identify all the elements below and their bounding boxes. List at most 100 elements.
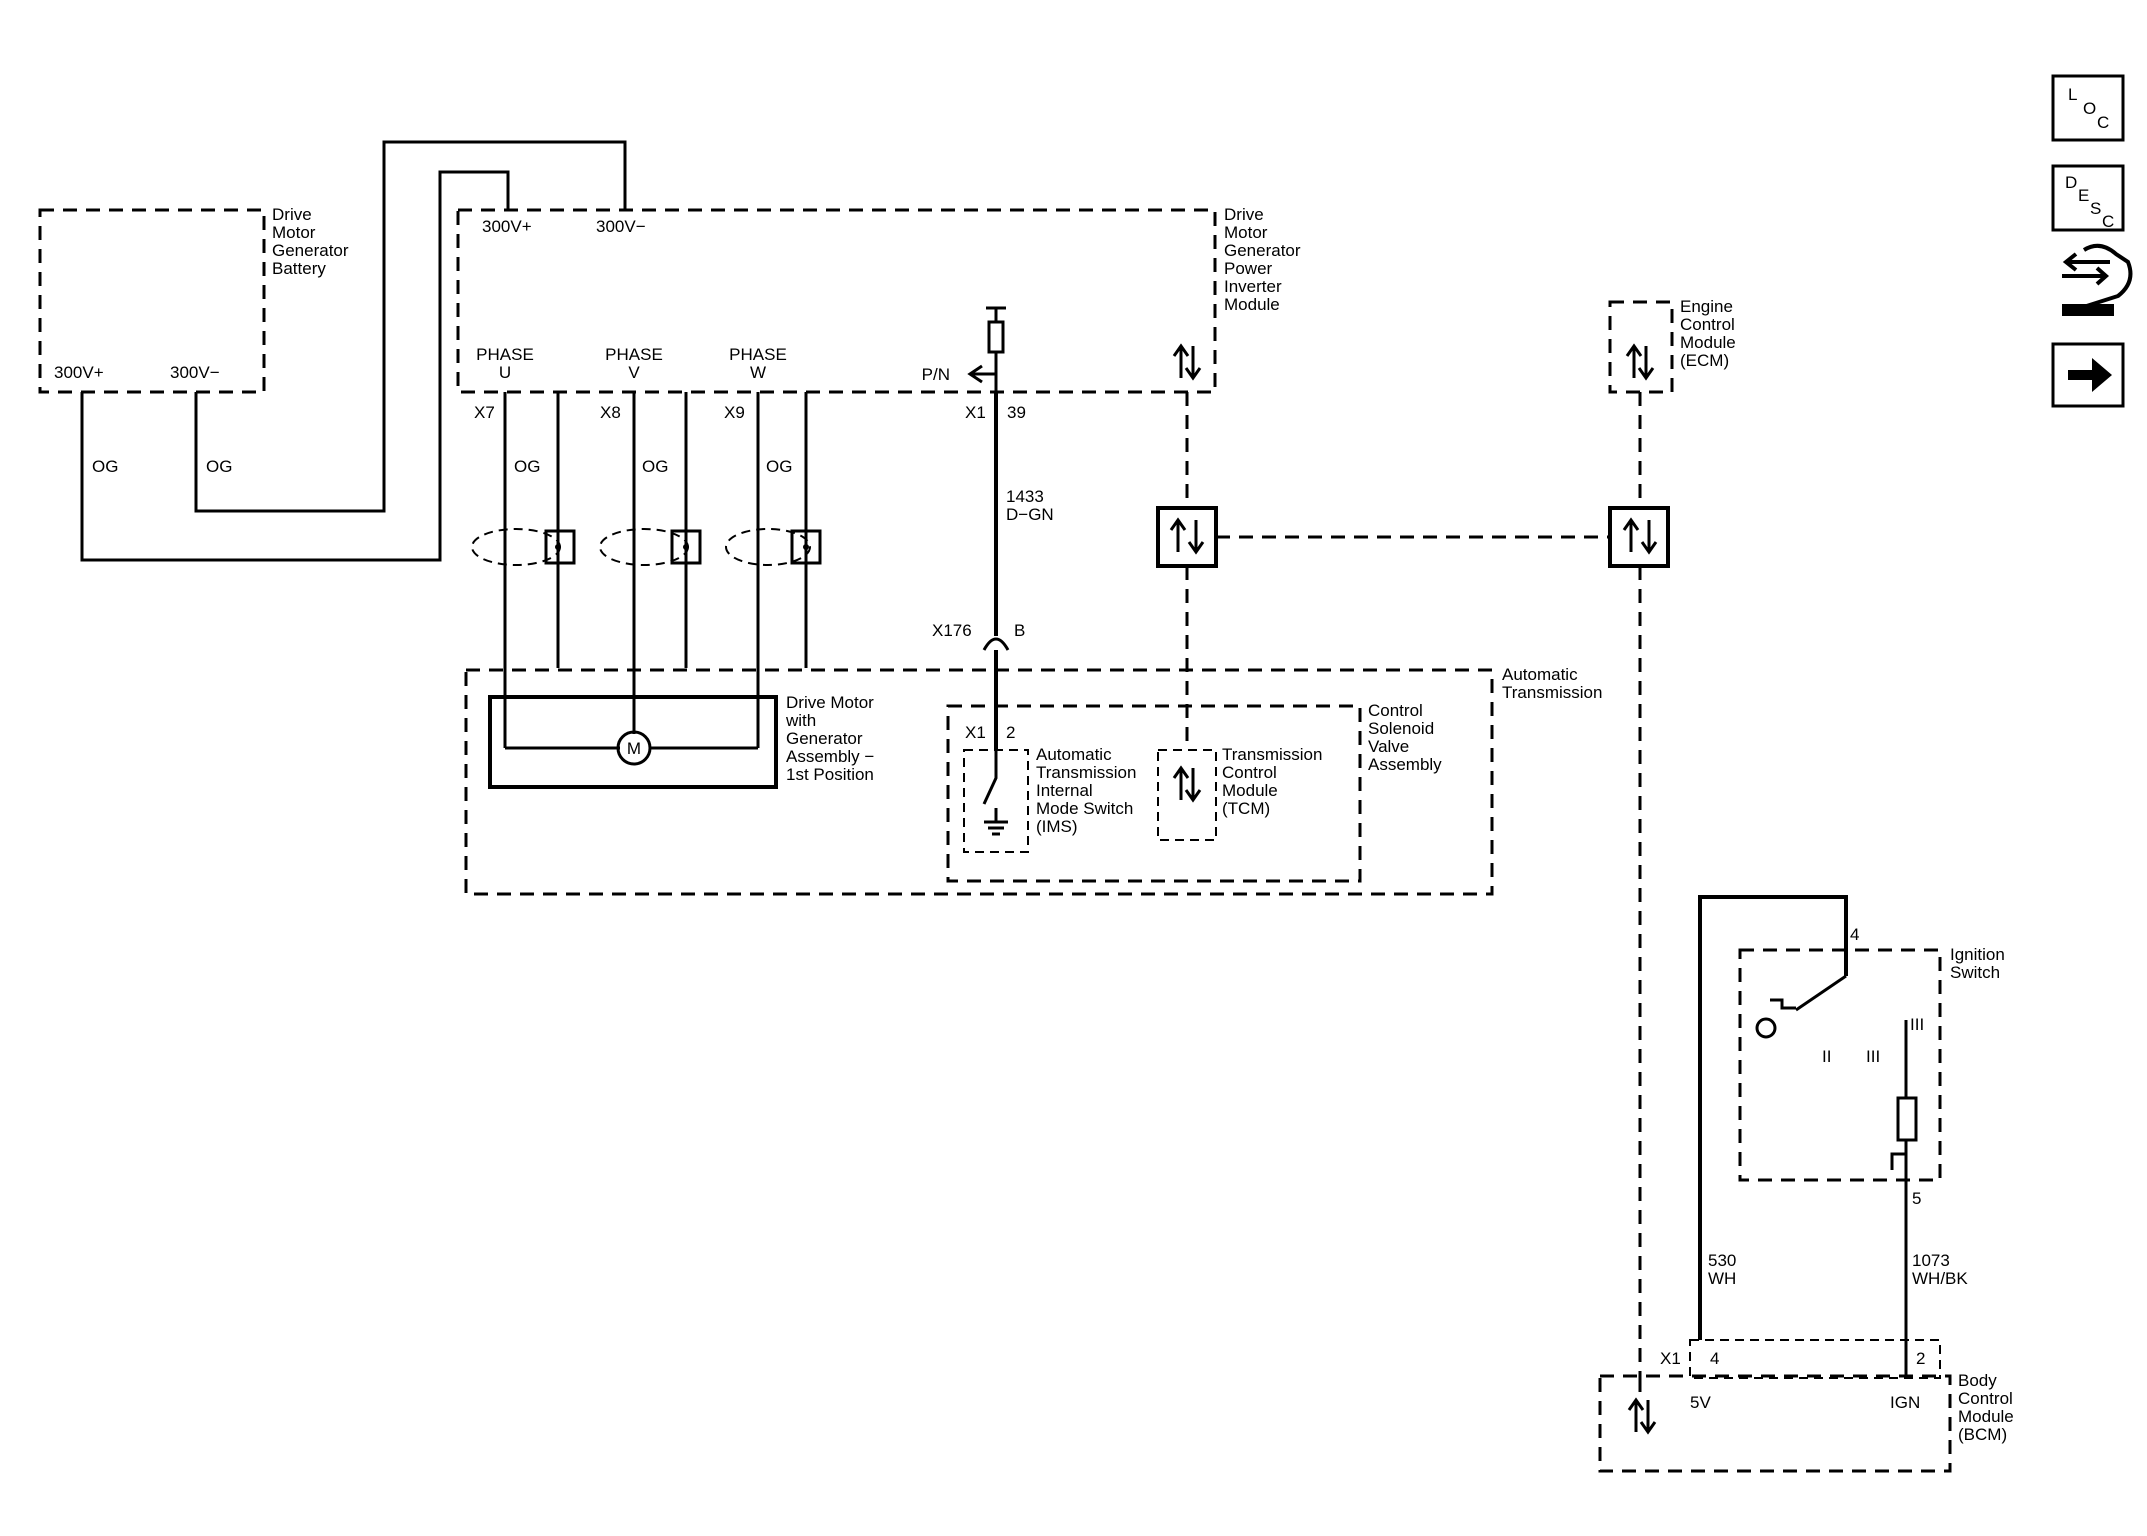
battery-label-line: Generator (272, 241, 349, 260)
solenoid-label-line: Assembly (1368, 755, 1442, 774)
tcm-label-line: (TCM) (1222, 799, 1270, 818)
ecm-label-line: Control (1680, 315, 1735, 334)
hv-pos-wire-color: OG (92, 457, 118, 476)
phase-v-label: PHASE (605, 345, 663, 364)
bcm-x1-connector-outline (1689, 1339, 1941, 1379)
power-inverter-module[interactable]: Drive Motor Generator Power Inverter Mod… (456, 205, 1301, 394)
bcm-label-line: Body (1958, 1371, 1997, 1390)
hv-negative-cable[interactable] (194, 140, 627, 513)
serial-data-arrows-icon (1622, 517, 1658, 555)
body-control-module[interactable]: Body Control Module (BCM) 5V IGN (1598, 1339, 2014, 1473)
inverter-label-line: Module (1224, 295, 1280, 314)
loc-letter-l: L (2068, 85, 2077, 104)
automatic-transmission[interactable]: Automatic Transmission (464, 665, 1602, 896)
shield-drain-icon (544, 529, 576, 565)
circuit-530-color: WH (1708, 1269, 1736, 1288)
ims-label-line: Automatic (1036, 745, 1112, 764)
transmission-label-line: Automatic (1502, 665, 1578, 684)
tcm-label-line: Module (1222, 781, 1278, 800)
phase-u-letter: U (499, 363, 511, 382)
drive-motor-generator-battery[interactable]: Drive Motor Generator Battery 300V+ 300V… (38, 205, 349, 394)
circuit-1433-number: 1433 (1006, 487, 1044, 506)
battery-pos-terminal: 300V+ (54, 363, 104, 382)
transmission-control-module[interactable]: Transmission Control Module (TCM) (1157, 745, 1322, 841)
control-solenoid-valve-assembly[interactable]: Control Solenoid Valve Assembly (946, 701, 1442, 883)
inverter-x1-connector: X1 (965, 403, 986, 422)
serial-data-arrows-icon (1172, 765, 1202, 803)
ims-x1-connector: X1 (965, 723, 986, 742)
internal-mode-switch[interactable]: Automatic Transmission Internal Mode Swi… (963, 745, 1136, 853)
drive-motor-generator-assembly[interactable]: M Drive Motor with Generator Assembly − … (488, 693, 874, 789)
tcm-label-line: Control (1222, 763, 1277, 782)
ignition-label-line: Ignition (1950, 945, 2005, 964)
x176-pin: B (1014, 621, 1025, 640)
phase-u-wire[interactable] (471, 392, 576, 748)
right-arrow-icon (2068, 358, 2112, 392)
tcm-label-line: Transmission (1222, 745, 1322, 764)
motor-label-line: 1st Position (786, 765, 874, 784)
inverter-x1-pin: 39 (1007, 403, 1026, 422)
serial-data-arrows-icon (1172, 343, 1202, 381)
ignition-position-iii: III (1866, 1047, 1880, 1066)
switch-icon (982, 750, 998, 805)
loc-button[interactable]: L O C (2051, 74, 2125, 142)
inverter-hv-neg: 300V− (596, 217, 646, 236)
ecm-label-line: Engine (1680, 297, 1733, 316)
desc-button[interactable]: D E S C (2051, 164, 2125, 232)
phase-w-label: PHASE (729, 345, 787, 364)
bcm-label-line: Control (1958, 1389, 2013, 1408)
battery-label-line: Drive (272, 205, 312, 224)
shield-icon (725, 528, 811, 566)
shield-drain-icon (790, 529, 822, 565)
switch-contact-icon (1755, 1017, 1777, 1039)
circuit-530-wire[interactable] (1698, 895, 1848, 1340)
battery-neg-terminal: 300V− (170, 363, 220, 382)
phase-u-connector: X7 (474, 403, 495, 422)
ecm-label-line: (ECM) (1680, 351, 1729, 370)
battery-label-line: Motor (272, 223, 316, 242)
ignition-switch[interactable]: Ignition Switch II III III (1738, 945, 2005, 1182)
circuit-1433-color: D−GN (1006, 505, 1054, 524)
motor-symbol: M (627, 739, 641, 758)
phase-u-wire-color: OG (514, 457, 540, 476)
next-arrow-button[interactable] (2051, 342, 2125, 408)
ignition-position-iii-contact: III (1910, 1015, 1924, 1034)
circuit-1433-wire[interactable] (982, 392, 1010, 750)
ims-pin: 2 (1006, 723, 1015, 742)
engine-control-module[interactable]: Engine Control Module (ECM) (1608, 297, 1736, 394)
inverter-label-line: Motor (1224, 223, 1268, 242)
phase-v-wire[interactable] (599, 392, 702, 734)
pn-arrow-icon (967, 364, 996, 384)
bcm-x1-connector: X1 (1660, 1349, 1681, 1368)
serial-data-arrows-icon (1169, 517, 1205, 555)
solenoid-label-line: Control (1368, 701, 1423, 720)
serial-data-splice[interactable] (1156, 506, 1218, 568)
serial-data-splice[interactable] (1608, 506, 1670, 568)
phase-v-wire-color: OG (642, 457, 668, 476)
diagnostic-tool-icon[interactable] (2062, 243, 2133, 316)
solenoid-label-line: Valve (1368, 737, 1409, 756)
phase-v-connector: X8 (600, 403, 621, 422)
motor-label-line: Drive Motor (786, 693, 874, 712)
hv-positive-cable[interactable] (80, 170, 510, 562)
inverter-hv-pos: 300V+ (482, 217, 532, 236)
inline-connector-icon (982, 637, 1010, 651)
desc-letter-c: C (2102, 212, 2114, 231)
pn-label: P/N (922, 365, 950, 384)
ignition-label-line: Switch (1950, 963, 2000, 982)
circuit-1073-color: WH/BK (1912, 1269, 1968, 1288)
desc-letter-d: D (2065, 173, 2077, 192)
circuit-1073-number: 1073 (1912, 1251, 1950, 1270)
transmission-label-line: Transmission (1502, 683, 1602, 702)
inverter-label-line: Power (1224, 259, 1273, 278)
circuit-530-number: 530 (1708, 1251, 1736, 1270)
ims-label-line: Mode Switch (1036, 799, 1133, 818)
inverter-label-line: Inverter (1224, 277, 1282, 296)
ecm-label-line: Module (1680, 333, 1736, 352)
phase-u-label: PHASE (476, 345, 534, 364)
phase-w-letter: W (750, 363, 766, 382)
phase-w-wire[interactable] (725, 392, 822, 748)
shield-icon (599, 528, 689, 566)
fuse-icon (1896, 1096, 1918, 1142)
